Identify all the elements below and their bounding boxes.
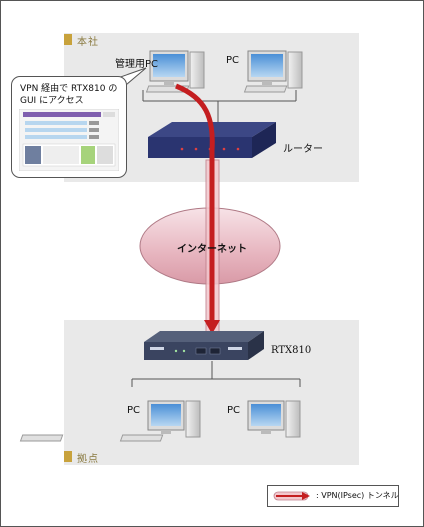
- headquarters-lan-line: [142, 90, 297, 122]
- branch-pc-icon-2: [119, 400, 301, 442]
- branch-pc-label-2: PC: [227, 405, 241, 416]
- rtx810-label: RTX810: [271, 345, 312, 356]
- branch-pc-label-1: PC: [127, 405, 141, 416]
- legend-box: : VPN(IPsec) トンネル: [267, 485, 399, 507]
- legend-label: : VPN(IPsec) トンネル: [316, 491, 399, 500]
- tunnel-legend-icon: [273, 491, 310, 501]
- hq-pc-label: PC: [226, 55, 240, 66]
- hq-pc-icon: [243, 50, 303, 93]
- gui-screenshot-thumbnail: [19, 109, 119, 171]
- branch-lan-line: [131, 361, 301, 387]
- router-icon: [148, 122, 276, 158]
- vpn-access-arrow: [175, 83, 220, 334]
- gui-access-callout: VPN 経由で RTX810 の GUI にアクセス: [11, 76, 127, 178]
- headquarters-zone-label: 本社: [77, 37, 99, 48]
- internet-label: インターネット: [177, 244, 247, 255]
- router-label: ルーター: [283, 144, 323, 155]
- rtx810-device-icon: [144, 331, 264, 360]
- callout-line-2: GUI にアクセス: [20, 96, 84, 106]
- branch-tag: [64, 451, 72, 462]
- admin-pc-label: 管理用PC: [115, 59, 159, 70]
- callout-line-1: VPN 経由で RTX810 の: [20, 84, 118, 94]
- headquarters-tag: [64, 34, 72, 45]
- branch-zone-label: 拠点: [77, 454, 99, 465]
- branch-pc-icon-1: [19, 400, 201, 442]
